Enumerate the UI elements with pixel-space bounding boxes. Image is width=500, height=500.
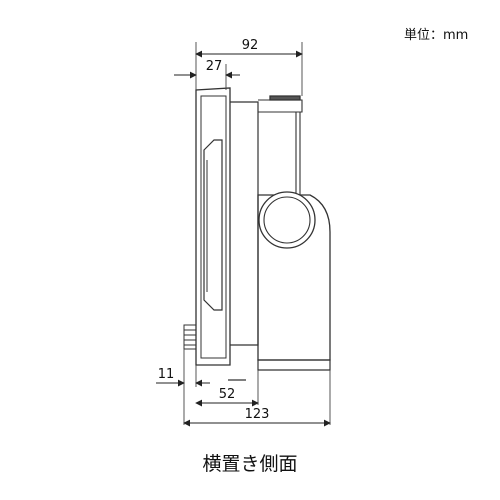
side-connector	[183, 324, 197, 350]
body-block	[230, 101, 259, 346]
handle	[203, 139, 223, 311]
stand-arm	[295, 112, 301, 195]
unit-note: 単位：mm	[404, 28, 469, 43]
front-panel-inner	[200, 95, 227, 359]
dim-123-label: 123	[245, 407, 270, 422]
top-tab	[269, 95, 301, 101]
view-caption: 横置き側面	[202, 453, 298, 475]
base-plate	[257, 359, 331, 371]
top-bracket	[258, 99, 303, 113]
pivot-outer	[258, 191, 316, 249]
device-outline	[183, 87, 331, 381]
dim-52-label: 52	[219, 387, 236, 402]
stand-body	[257, 194, 331, 361]
front-panel	[195, 87, 231, 366]
pivot-inner	[263, 196, 311, 244]
dim-92-label: 92	[242, 38, 259, 53]
dimension-lines	[156, 50, 331, 427]
dim-11-label: 11	[158, 367, 175, 382]
dim-27-label: 27	[206, 59, 223, 74]
